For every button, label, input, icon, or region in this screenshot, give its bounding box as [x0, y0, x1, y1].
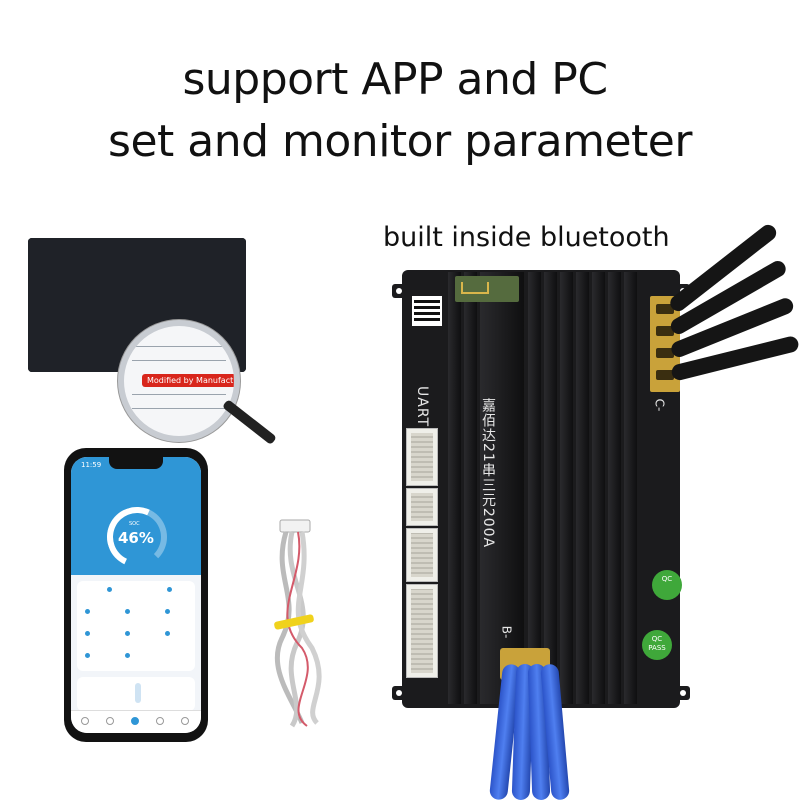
cell-low-icon	[125, 631, 130, 636]
balance-connector	[406, 528, 438, 582]
c-minus-label: C-	[652, 398, 667, 412]
magnifier-lens: Modified by Manufacturer	[118, 320, 240, 442]
balance-connector	[406, 584, 438, 678]
cell-high-icon	[85, 631, 90, 636]
qc-badge: QC	[652, 570, 682, 600]
bluetooth-caption: built inside bluetooth	[383, 222, 670, 253]
tab-icon[interactable]	[131, 717, 139, 725]
uart-connector	[406, 428, 438, 486]
voltage-icon	[85, 609, 90, 614]
temperature-card	[77, 677, 195, 711]
tab-icon[interactable]	[181, 717, 189, 725]
connector	[406, 488, 438, 526]
thermometer-icon	[135, 683, 141, 703]
uart-label: UART	[414, 386, 430, 428]
phone-notch	[109, 457, 163, 469]
b-minus-label: B-	[499, 625, 514, 639]
qr-code	[412, 296, 442, 326]
model-label: 嘉佰达21串三元200A	[480, 398, 496, 549]
metrics-card	[77, 595, 195, 671]
headline-line-2: set and monitor parameter	[108, 116, 692, 167]
resistance-icon	[85, 653, 90, 658]
status-time: 11:59	[81, 461, 102, 469]
cycle-icon	[125, 653, 130, 658]
headline-line-1: support APP and PC	[182, 54, 608, 105]
heatsink-fins	[448, 272, 638, 704]
soc-label: SOC	[129, 521, 140, 527]
tab-bar	[71, 710, 201, 733]
magnifier-handle	[221, 399, 277, 446]
soc-gauge	[107, 507, 167, 567]
modified-label: Modified by Manufacturer	[142, 374, 234, 387]
tab-icon[interactable]	[156, 717, 164, 725]
balance-cable-harness	[274, 519, 322, 728]
tab-icon[interactable]	[106, 717, 114, 725]
antenna-icon	[461, 282, 489, 294]
bluetooth-module	[455, 276, 519, 302]
cell-avg-icon	[165, 631, 170, 636]
tab-icon[interactable]	[81, 717, 89, 725]
current-icon	[125, 609, 130, 614]
soc-value: 46%	[118, 529, 154, 547]
qc-pass-badge: QC PASS	[642, 630, 672, 660]
phone: 11:59 SOC 46%	[64, 448, 208, 742]
power-icon	[165, 609, 170, 614]
phone-app-screen: 11:59 SOC 46%	[71, 457, 201, 733]
